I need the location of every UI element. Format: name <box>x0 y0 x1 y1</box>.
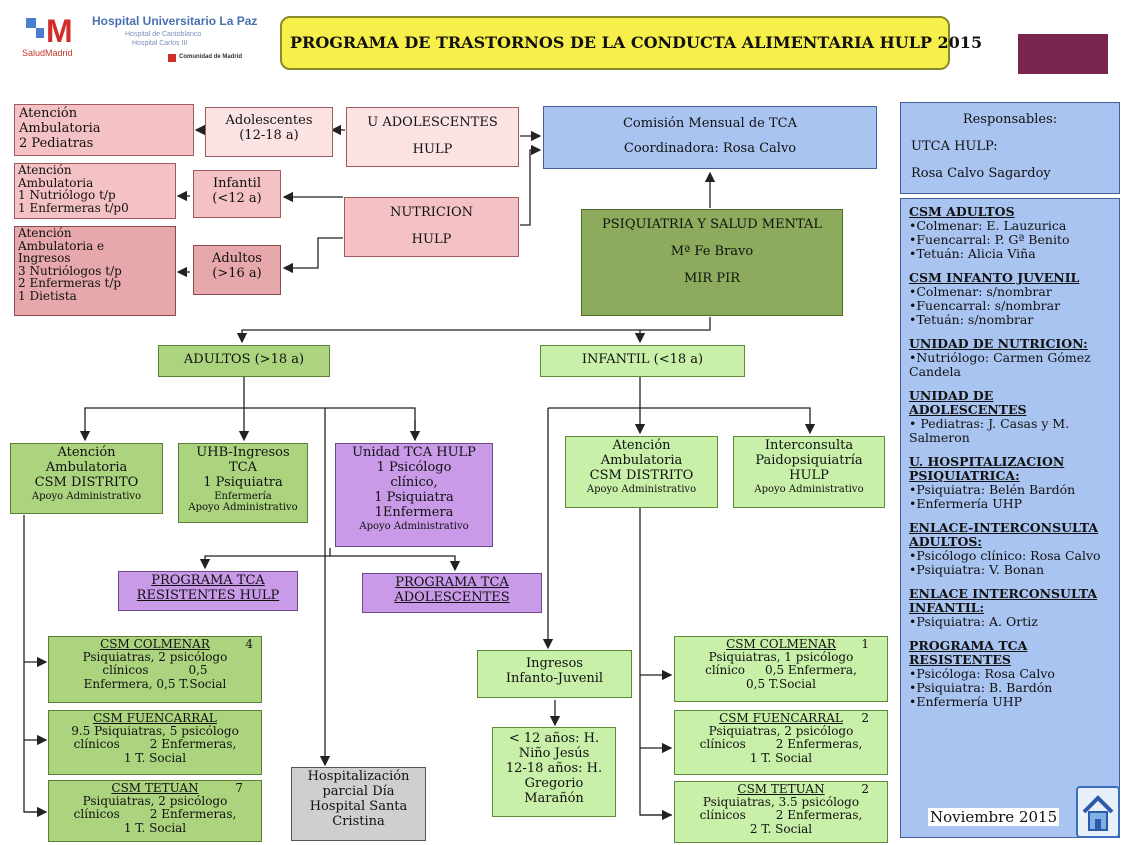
comunidad-logo <box>168 54 176 62</box>
section-csm-infanto: CSM INFANTO JUVENIL •Colmenar: s/nombrar… <box>909 270 1080 327</box>
section-enlace-infantil: ENLACE INTERCONSULTA INFANTIL: •Psiquiat… <box>909 586 1098 629</box>
madrid-m-icon: M <box>24 14 79 46</box>
section-adolescentes: UNIDAD DE ADOLESCENTES • Pediatras: J. C… <box>909 388 1070 445</box>
logo-right-text: Comunidad de Madrid <box>179 54 242 60</box>
footer-date: Noviembre 2015 <box>928 808 1060 826</box>
responsables-sidebar: CSM ADULTOS •Colmenar: E. Lauzurica•Fuen… <box>900 198 1120 838</box>
box-infantil: INFANTIL (<18 a) <box>540 345 745 377</box>
logo: M SaludMadrid Hospital Universitario La … <box>20 10 260 70</box>
responsables-panel: Responsables: UTCA HULP: Rosa Calvo Saga… <box>900 102 1120 194</box>
corner-color-block <box>1018 34 1108 74</box>
home-icon[interactable] <box>1076 786 1120 838</box>
page-title: PROGRAMA DE TRASTORNOS DE LA CONDUCTA AL… <box>280 16 982 70</box>
section-programa-resistentes: PROGRAMA TCA RESISTENTES •Psicóloga: Ros… <box>909 638 1055 709</box>
section-enlace-adultos: ENLACE-INTERCONSULTA ADULTOS: •Psicólogo… <box>909 520 1101 577</box>
logo-left-text: SaludMadrid <box>22 48 73 58</box>
box-infantil-menor-12: Infantil(<12 a) <box>193 170 281 218</box>
section-nutricion: UNIDAD DE NUTRICION: •Nutriólogo: Carmen… <box>909 336 1091 379</box>
logo-main-text: Hospital Universitario La Paz <box>92 14 258 28</box>
box-adolescentes: Adolescentes(12-18 a) <box>205 107 333 157</box>
box-csm-fuencarral-adultos: CSM FUENCARRAL 9.5 Psiquiatras, 5 psicól… <box>48 710 262 775</box>
logo-sub1-text: Hospital de Cantoblanco <box>125 31 202 38</box>
section-hospitalizacion: U. HOSPITALIZACION PSIQUIATRICA: •Psiqui… <box>909 454 1076 511</box>
box-adultos: ADULTOS (>18 a) <box>158 345 330 377</box>
section-csm-adultos: CSM ADULTOS •Colmenar: E. Lauzurica•Fuen… <box>909 204 1070 261</box>
logo-sub2-text: Hospital Carlos III <box>132 40 188 47</box>
svg-text:M: M <box>46 14 73 46</box>
box-adultos-mayor-16: Adultos(>16 a) <box>193 245 281 295</box>
